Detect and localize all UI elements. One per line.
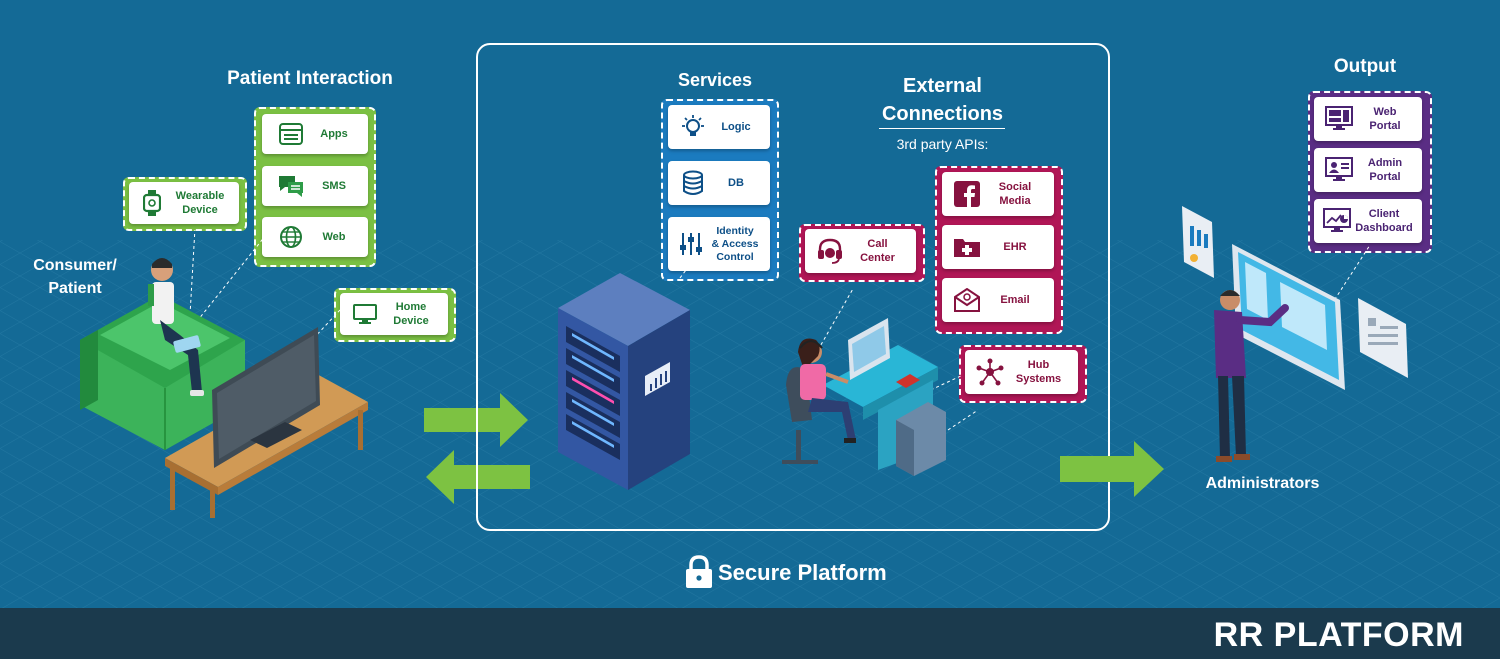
email-icon [952,285,982,315]
identity-line2: & Access [711,237,759,250]
email-card[interactable]: Email [942,278,1054,322]
web-portal-card[interactable]: Web Portal [1314,97,1422,141]
identity-line1: Identity [716,224,754,237]
home-device-card[interactable]: Home Device [340,293,448,335]
admin-portal-icon [1324,155,1354,185]
external-line2: Connections [881,103,1004,125]
call-line2: Center [860,252,895,264]
apps-card[interactable]: Apps [262,114,368,154]
arrow-left [426,450,530,504]
client-dashboard-card[interactable]: Client Dashboard [1314,199,1422,243]
home-line1: Home [395,301,427,313]
social-line1: Social [998,181,1032,193]
services-heading: Services [677,70,753,90]
web-card[interactable]: Web [262,217,368,257]
admin-portal-label: Admin Portal [1354,156,1422,184]
wearable-device-card[interactable]: Wearable Device [129,182,239,224]
sms-label: SMS [322,180,346,192]
headset-icon [815,236,845,266]
administrator-illustration [1182,206,1408,462]
patient-label: Patient [48,280,102,297]
social-media-label: Social Media [982,180,1054,208]
sms-card[interactable]: SMS [262,166,368,206]
ehr-label: EHR [1003,241,1027,253]
apps-icon [276,119,306,149]
call-center-operator-illustration [782,290,978,476]
web-globe-icon [276,222,306,252]
client-dashboard-label: Client Dashboard [1352,207,1422,235]
email-label: Email [1000,294,1030,306]
consumer-label: Consumer/ [33,257,117,274]
brand-title: RR PLATFORM [1213,616,1464,654]
output-heading: Output [1333,56,1397,77]
db-label: DB [728,177,744,189]
patient-on-sofa-illustration [80,230,368,518]
logic-label: Logic [721,121,751,133]
identity-access-card[interactable]: Identity & Access Control [668,217,770,271]
call-line1: Call [867,238,888,250]
server-rack-illustration [558,268,690,490]
external-line1: External [903,75,982,97]
web-portal-label: Web Portal [1354,105,1422,133]
patient-interaction-heading: Patient Interaction [227,68,393,89]
consumer-patient-label: Consumer/ Patient [20,254,130,300]
facebook-icon [952,179,982,209]
client-dash-line2: Dashboard [1355,222,1413,234]
dashboard-icon [1322,206,1352,236]
web-label: Web [322,231,346,243]
wearable-device-label: Wearable Device [167,189,239,217]
third-party-apis-label: 3rd party APIs: [896,136,989,152]
secure-platform-frame [476,43,1110,531]
lock-icon [685,555,713,594]
admin-portal-line1: Admin [1367,157,1403,169]
home-line2: Device [393,315,429,327]
arrow-to-output [1060,441,1164,497]
client-dash-line1: Client [1368,208,1400,220]
network-hub-icon [975,357,1005,387]
external-underline [879,128,1005,129]
hub-line1: Hub [1027,359,1050,371]
ehr-card[interactable]: EHR [942,225,1054,269]
web-portal-line2: Portal [1369,120,1401,132]
admin-portal-card[interactable]: Admin Portal [1314,148,1422,192]
hub-systems-label: Hub Systems [1005,358,1078,386]
secure-platform-label: Secure Platform [718,560,887,585]
footer-bar: RR PLATFORM [0,608,1500,659]
social-line2: Media [999,195,1031,207]
sms-icon [276,171,306,201]
administrators-label: Administrators [1205,475,1320,492]
hub-line2: Systems [1015,373,1062,385]
web-portal-icon [1324,104,1354,134]
external-connections-heading: External Connections [860,72,1025,128]
web-portal-line1: Web [1373,106,1397,118]
hub-systems-card[interactable]: Hub Systems [965,350,1078,394]
medical-folder-icon [952,232,982,262]
call-center-label: Call Center [845,237,916,265]
monitor-icon [350,299,380,329]
admin-portal-line2: Portal [1369,171,1401,183]
call-center-card[interactable]: Call Center [805,229,916,273]
apps-label: Apps [320,128,348,140]
database-icon [678,168,708,198]
identity-line3: Control [716,250,754,263]
logic-card[interactable]: Logic [668,105,770,149]
smartwatch-icon [137,188,167,218]
social-media-card[interactable]: Social Media [942,172,1054,216]
wearable-line2: Device [182,204,218,216]
lightbulb-icon [678,112,708,142]
identity-access-label: Identity & Access Control [706,225,770,264]
wearable-line1: Wearable [175,190,225,202]
sliders-icon [676,229,706,259]
db-card[interactable]: DB [668,161,770,205]
home-device-label: Home Device [380,300,448,328]
